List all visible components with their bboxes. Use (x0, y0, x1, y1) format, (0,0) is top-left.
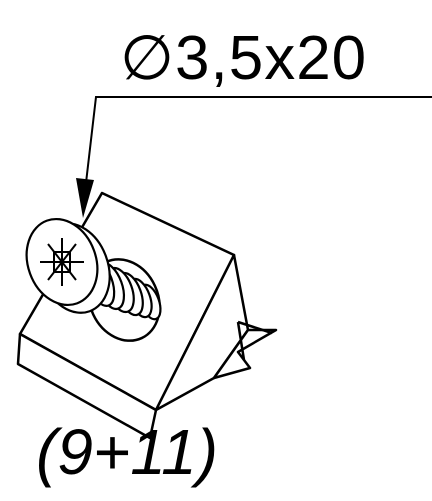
screw-size-label: ∅3,5x20 (120, 24, 368, 93)
leader-arrow-icon (76, 178, 94, 218)
part-reference-label: (9+11) (36, 416, 219, 488)
countersunk-screw-icon (25, 217, 162, 321)
leader-line (83, 96, 432, 201)
